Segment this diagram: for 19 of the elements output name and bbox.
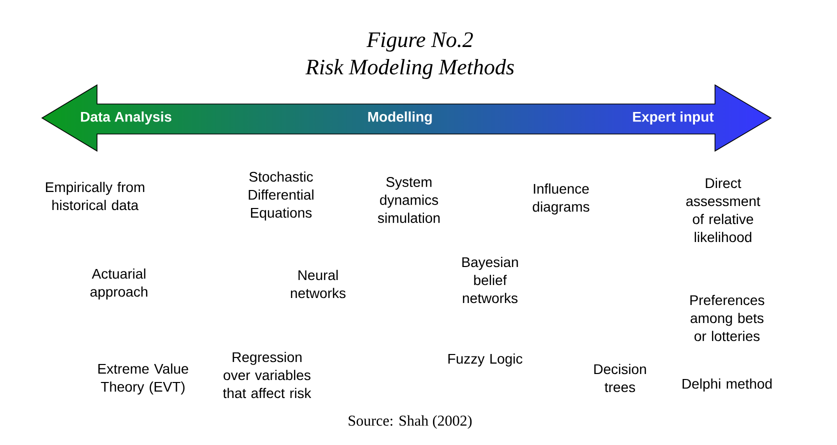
method-label: Delphi method	[682, 378, 772, 392]
figure-title: Figure No.2	[366, 32, 473, 52]
method-label: Extreme Value Theory (EVT)	[98, 363, 188, 395]
arrow-label: Modelling	[368, 111, 432, 125]
method-label: Stochastic Differential Equations	[248, 171, 314, 221]
method-label: Actuarial approach	[90, 268, 148, 300]
method-label: Direct assessment of relative likelihood	[686, 178, 760, 242]
method-label: Fuzzy Logic	[448, 353, 522, 367]
method-label: Empirically from historical data	[46, 182, 144, 210]
source-caption: Source: Shah (2002)	[348, 415, 472, 429]
method-label: Neural networks	[290, 270, 346, 298]
method-label: Bayesian belief networks	[462, 256, 518, 304]
method-label: Preferences among bets or lotteries	[690, 294, 764, 342]
arrow-label: Data Analysis	[81, 111, 172, 125]
method-label: System dynamics simulation	[378, 177, 440, 223]
arrow-label: Expert input	[633, 111, 714, 125]
method-label: Decision trees	[594, 364, 646, 392]
method-label: Regression over variables that affect risk	[223, 352, 312, 398]
method-label: Influence diagrams	[532, 183, 590, 215]
